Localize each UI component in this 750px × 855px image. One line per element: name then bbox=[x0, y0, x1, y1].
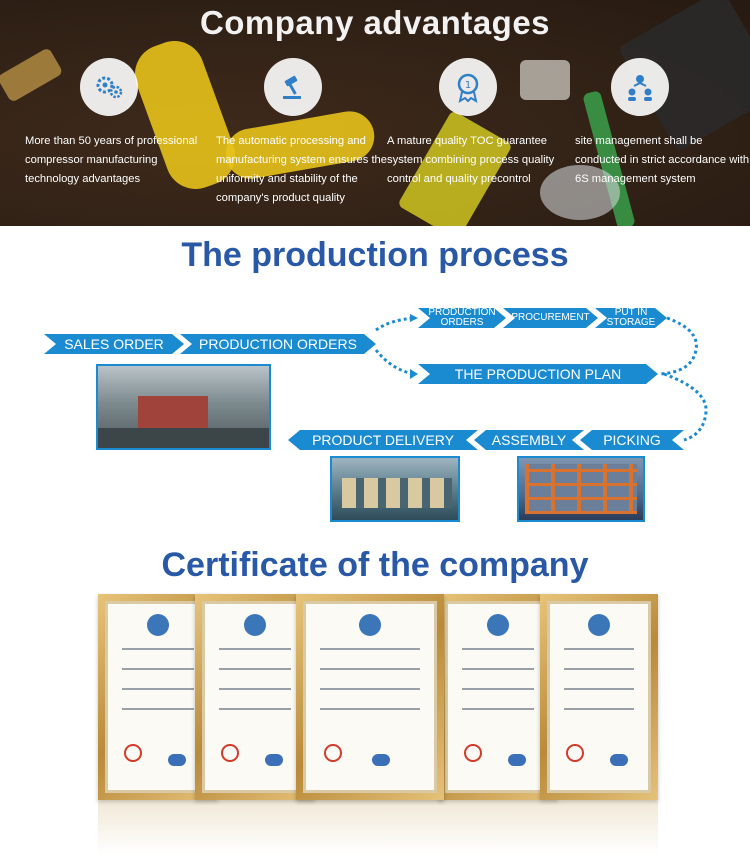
certification-logo-icon bbox=[487, 614, 509, 636]
advantage-text: More than 50 years of professional compr… bbox=[25, 135, 198, 185]
certificate-text-line bbox=[462, 688, 534, 690]
step-procurement: PROCUREMENT bbox=[503, 308, 598, 328]
step-production-orders: PRODUCTION ORDERS bbox=[180, 334, 376, 354]
advantage-text: A mature quality TOC guarantee system co… bbox=[387, 135, 555, 185]
certificate-frame bbox=[540, 594, 658, 800]
red-seal-icon bbox=[221, 744, 239, 762]
factory-machining-photo bbox=[96, 364, 271, 450]
certificate-text-line bbox=[219, 648, 291, 650]
racks-shape bbox=[525, 464, 637, 514]
certification-logo-icon bbox=[244, 614, 266, 636]
red-seal-icon bbox=[324, 744, 342, 762]
step-label-line: STORAGE bbox=[606, 317, 656, 328]
certificates-title: Certificate of the company bbox=[161, 546, 589, 584]
certificate-text-line bbox=[122, 648, 194, 650]
step-put-in-storage: PUT IN STORAGE bbox=[595, 308, 667, 328]
gears-icon bbox=[80, 58, 138, 116]
floor-shape bbox=[98, 428, 269, 448]
accreditation-badge-icon bbox=[610, 754, 628, 766]
team-icon bbox=[611, 58, 669, 116]
certificate-text-line bbox=[462, 668, 534, 670]
step-label-line: ORDERS bbox=[440, 317, 484, 328]
certificate-document bbox=[445, 601, 551, 793]
certificate-document bbox=[303, 601, 437, 793]
certificate-document bbox=[547, 601, 651, 793]
advantage-item-quality: 1 A mature quality TOC guarantee system … bbox=[387, 58, 562, 189]
step-picking: PICKING bbox=[580, 430, 684, 450]
certificate-frame bbox=[438, 594, 558, 800]
accreditation-badge-icon bbox=[265, 754, 283, 766]
advantage-text: The automatic processing and manufacturi… bbox=[216, 135, 388, 204]
advantage-item-management: site management shall be conducted in st… bbox=[575, 58, 750, 189]
machine-part-shape bbox=[138, 396, 208, 431]
certificate-text-line bbox=[462, 648, 534, 650]
certificate-text-line bbox=[122, 708, 194, 710]
certification-logo-icon bbox=[588, 614, 610, 636]
step-assembly: ASSEMBLY bbox=[474, 430, 584, 450]
production-process-title: The production process bbox=[181, 236, 569, 274]
red-seal-icon bbox=[566, 744, 584, 762]
company-advantages-banner: Company advantages More than 50 years of… bbox=[0, 0, 750, 226]
accreditation-badge-icon bbox=[168, 754, 186, 766]
step-sales-order: SALES ORDER bbox=[44, 334, 184, 354]
certificate-text-line bbox=[219, 708, 291, 710]
step-production-plan: THE PRODUCTION PLAN bbox=[418, 364, 658, 384]
gavel-icon bbox=[264, 58, 322, 116]
step-label-line: PUT IN bbox=[614, 307, 648, 318]
advantage-text: site management shall be conducted in st… bbox=[575, 135, 750, 185]
red-seal-icon bbox=[464, 744, 482, 762]
award-icon: 1 bbox=[439, 58, 497, 116]
accreditation-badge-icon bbox=[508, 754, 526, 766]
advantage-item-automation: The automatic processing and manufacturi… bbox=[216, 58, 391, 208]
certificate-text-line bbox=[564, 668, 634, 670]
certification-logo-icon bbox=[359, 614, 381, 636]
step-label-line: PRODUCTION bbox=[428, 307, 496, 318]
certificate-text-line bbox=[564, 648, 634, 650]
svg-text:1: 1 bbox=[465, 80, 471, 91]
assembly-workshop-photo bbox=[330, 456, 460, 522]
certificate-text-line bbox=[219, 688, 291, 690]
certificate-text-line bbox=[564, 688, 634, 690]
company-advantages-title: Company advantages bbox=[199, 4, 551, 41]
certification-logo-icon bbox=[147, 614, 169, 636]
red-seal-icon bbox=[124, 744, 142, 762]
accreditation-badge-icon bbox=[372, 754, 390, 766]
certificate-document bbox=[105, 601, 211, 793]
certificate-text-line bbox=[122, 688, 194, 690]
certificate-frame bbox=[195, 594, 315, 800]
certificates-reflection bbox=[98, 800, 658, 855]
warehouse-photo bbox=[517, 456, 645, 522]
certificate-text-line bbox=[219, 668, 291, 670]
certificate-text-line bbox=[320, 688, 420, 690]
advantage-item-experience: More than 50 years of professional compr… bbox=[25, 58, 200, 189]
eraser-decoration bbox=[520, 60, 570, 100]
certificate-frame-center bbox=[296, 594, 444, 800]
certificate-text-line bbox=[462, 708, 534, 710]
certificate-text-line bbox=[320, 648, 420, 650]
certificate-text-line bbox=[320, 708, 420, 710]
certificate-text-line bbox=[122, 668, 194, 670]
certificate-document bbox=[202, 601, 308, 793]
machines-row-shape bbox=[342, 478, 452, 508]
step-production-orders-short: PRODUCTION ORDERS bbox=[418, 308, 506, 328]
tape-decoration bbox=[540, 165, 620, 220]
step-product-delivery: PRODUCT DELIVERY bbox=[288, 430, 478, 450]
certificate-text-line bbox=[320, 668, 420, 670]
certificate-text-line bbox=[564, 708, 634, 710]
